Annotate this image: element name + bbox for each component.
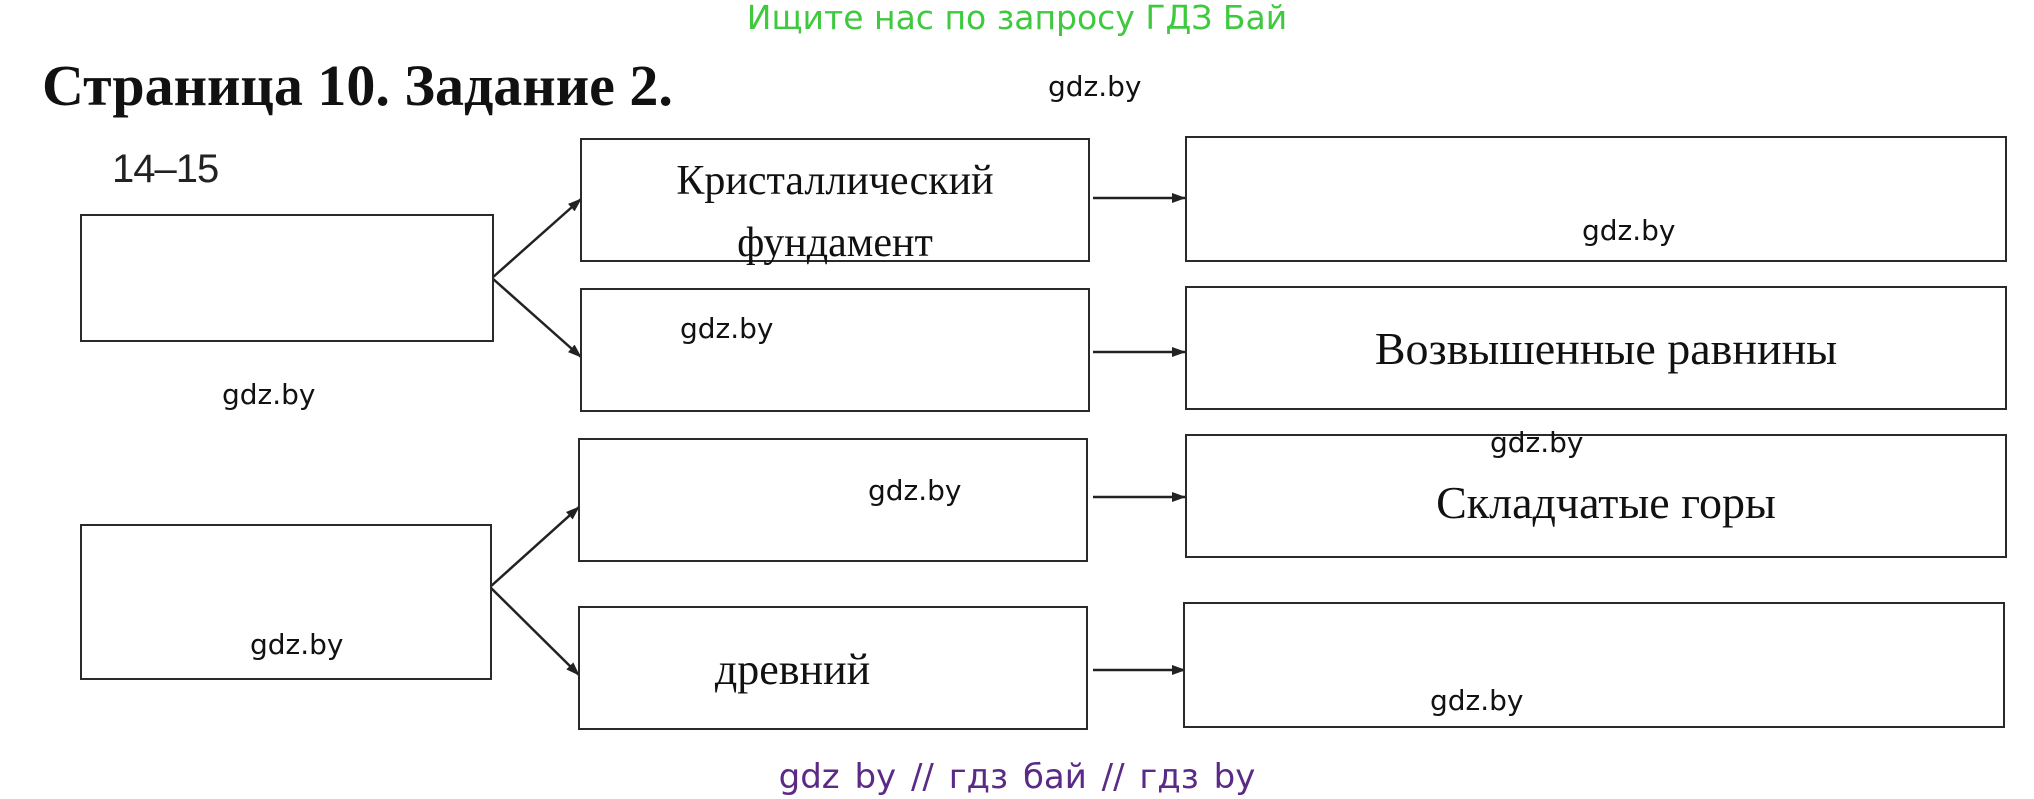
watermark: gdz.by [222,378,316,411]
watermark: gdz.by [250,628,344,661]
arrow-left1-to-mid2 [491,277,582,358]
left-box-2 [80,524,492,680]
middle-box-2 [580,288,1090,412]
middle-box-4: древний [578,606,1088,730]
middle-box-1: Кристаллический фундамент [580,138,1090,266]
fold-mountains-label: Складчатые горы [1436,477,1776,528]
left-box-1 [80,214,494,342]
right-box-1 [1185,136,2007,262]
middle-box-3 [578,438,1088,562]
watermark: gdz.by [1582,214,1676,247]
arrow-left1-to-mid1 [491,198,582,279]
crystal-line-1: Кристаллический [676,158,994,204]
crystal-line-2: фундамент [737,220,933,266]
watermark: gdz.by [1430,684,1524,717]
footer-watermark: gdz by // гдз бай // гдз by [778,757,1256,797]
arrow-left2-to-mid3 [489,506,580,588]
search-banner: Ищите нас по запросу ГДЗ Бай [746,0,1288,37]
watermark: gdz.by [680,312,774,345]
textbook-page-reference: 14–15 [112,147,219,191]
watermark: gdz.by [868,474,962,507]
right-box-4 [1183,602,2005,728]
right-box-2: Возвышенные равнины [1185,286,2007,410]
elevated-plains-label: Возвышенные равнины [1374,323,1838,374]
page-title: Страница 10. Задание 2. [42,53,673,118]
right-box-3: Складчатые горы [1185,434,2007,558]
ancient-label: древний [714,645,871,694]
watermark: gdz.by [1048,70,1142,103]
arrow-left2-to-mid4 [489,586,580,676]
watermark: gdz.by [1490,426,1584,459]
